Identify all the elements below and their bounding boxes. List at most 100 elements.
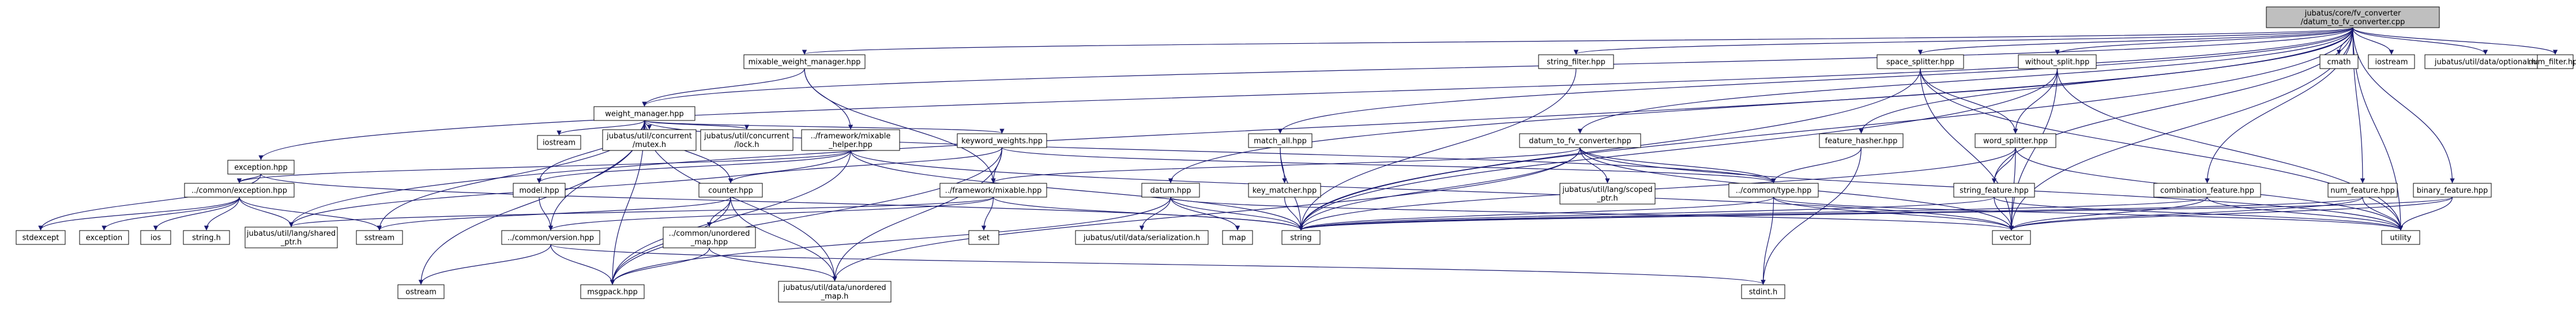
- node-cmath: cmath: [2319, 54, 2359, 69]
- node-label: ../framework/mixable.hpp: [945, 187, 1042, 195]
- edge-exception-to-common_exception: [236, 174, 262, 183]
- edge-root-to-match_all: [1277, 27, 2353, 134]
- node-common-exception[interactable]: ../common/exception.hpp: [184, 183, 295, 198]
- node-feature-hasher[interactable]: feature_hasher.hpp: [1819, 133, 1904, 148]
- edge-datum-to-map: [1170, 197, 1240, 231]
- node-box: [593, 106, 695, 121]
- node-datum-to-fv-converter-hpp[interactable]: datum_to_fv_converter.hpp: [1519, 133, 1641, 148]
- node-box: [1519, 133, 1641, 148]
- node-ostream: ostream: [397, 284, 445, 299]
- edge-binary_feature-to-utility: [2398, 197, 2453, 231]
- edge-common_type-to-string: [1299, 197, 1774, 231]
- node-box: [79, 230, 129, 245]
- node-label: ios: [151, 234, 161, 243]
- edge-common_exception-to-string_h: [204, 197, 240, 231]
- node-common-type[interactable]: ../common/type.hpp: [1728, 183, 1819, 198]
- edge-without_split-to-word_splitter: [2013, 68, 2058, 134]
- node-num-feature[interactable]: num_feature.hpp: [2327, 183, 2398, 198]
- node-binary-feature[interactable]: binary_feature.hpp: [2413, 183, 2492, 198]
- edge-common_exception-to-shared_ptr: [239, 197, 294, 227]
- node-box: [1075, 230, 1209, 245]
- node-label: feature_hasher.hpp: [1825, 137, 1898, 146]
- edge-root-to-string_feature: [1991, 27, 2353, 183]
- node-label: ../common/exception.hpp: [191, 187, 287, 195]
- edge-common_version-to-msgpack: [550, 244, 615, 285]
- edge-root-to-mixable_weight_manager: [802, 27, 2353, 55]
- node-box: [2368, 54, 2415, 69]
- node-string-filter[interactable]: string_filter.hpp: [1538, 54, 1614, 69]
- node-box: [1281, 230, 1321, 245]
- node-keyword-weights[interactable]: keyword_weights.hpp: [957, 133, 1047, 148]
- node-scoped-ptr: jubatus/util/lang/scoped_ptr.h: [1559, 183, 1656, 205]
- node-root[interactable]: jubatus/core/fv_converter/datum_to_fv_co…: [2266, 6, 2440, 28]
- node-mutex: jubatus/util/concurrent/mutex.h: [602, 129, 697, 151]
- node-mixable-helper[interactable]: ../framework/mixable_helper.hpp: [801, 129, 900, 151]
- node-weight-manager[interactable]: weight_manager.hpp: [593, 106, 695, 121]
- edge-datum-to-msgpack: [610, 197, 1171, 285]
- edge-without_split-to-string: [1298, 68, 2058, 231]
- edge-string_feature-to-utility: [1994, 197, 2404, 231]
- node-common-version[interactable]: ../common/version.hpp: [501, 230, 600, 245]
- node-label: datum_to_fv_converter.hpp: [1529, 137, 1631, 146]
- node-label: binary_feature.hpp: [2417, 187, 2488, 195]
- edge-common_exception-to-stdexcept: [38, 197, 240, 231]
- node-box: [1819, 133, 1904, 148]
- edge-combination_feature-to-utility: [2206, 197, 2404, 231]
- node-label: exception.hpp: [234, 164, 287, 172]
- edge-root-to-optional: [2352, 27, 2488, 55]
- edge-framework_mixable-to-string: [992, 197, 1304, 231]
- node-box: [700, 129, 794, 151]
- node-match-all[interactable]: match_all.hpp: [1248, 133, 1313, 148]
- edge-without_split-to-vector: [2009, 68, 2058, 231]
- node-box: [957, 133, 1047, 148]
- node-label: string_feature.hpp: [1960, 187, 2029, 195]
- node-mixable-weight-manager[interactable]: mixable_weight_manager.hpp: [743, 54, 866, 69]
- node-common-unordered-map[interactable]: ../common/unordered_map.hpp: [663, 227, 756, 248]
- edge-common_exception-to-exception_std: [101, 197, 240, 231]
- edge-word_splitter-to-string: [1298, 147, 2016, 231]
- node-box: [2413, 183, 2492, 198]
- node-string-h: string.h: [183, 230, 230, 245]
- edge-num_feature-to-utility: [2362, 197, 2404, 231]
- edge-num_feature-to-vector: [2009, 197, 2363, 231]
- node-label: jubatus/util/data/optional.h: [2434, 58, 2536, 67]
- node-combination-feature[interactable]: combination_feature.hpp: [2153, 183, 2261, 198]
- node-label: msgpack.hpp: [587, 288, 637, 297]
- node-counter[interactable]: counter.hpp: [698, 183, 763, 198]
- edge-space_splitter-to-vector: [1920, 68, 2014, 231]
- node-label: datum.hpp: [1150, 187, 1191, 195]
- node-label: match_all.hpp: [1254, 137, 1307, 146]
- edge-root-to-num_filter: [2352, 27, 2558, 55]
- edge-framework_mixable-to-set: [981, 197, 994, 231]
- edge-common_version-to-ostream: [418, 244, 551, 285]
- node-box: [1538, 54, 1614, 69]
- edge-datum-to-serialization: [1139, 197, 1171, 231]
- node-num-filter[interactable]: num_filter.hpp: [2528, 54, 2576, 69]
- node-model[interactable]: model.hpp: [513, 183, 566, 198]
- node-space-splitter[interactable]: space_splitter.hpp: [1876, 54, 1964, 69]
- edge-counter-to-util_unordered_map: [730, 197, 837, 281]
- node-without-split[interactable]: without_split.hpp: [2018, 54, 2097, 69]
- node-label: ../common/version.hpp: [507, 234, 594, 243]
- node-word-splitter[interactable]: word_splitter.hpp: [1975, 133, 2056, 148]
- edge-feature_hasher-to-common_type: [1771, 147, 1862, 183]
- node-box: [1876, 54, 1964, 69]
- node-box: [1141, 183, 1200, 198]
- node-label: _map.hpp: [690, 238, 728, 247]
- edge-common_unordered_map-to-util_unordered_map: [709, 247, 837, 281]
- node-exception[interactable]: exception.hpp: [227, 160, 295, 175]
- node-label: /mutex.h: [633, 141, 666, 149]
- node-key-matcher[interactable]: key_matcher.hpp: [1248, 183, 1321, 198]
- node-label: key_matcher.hpp: [1253, 187, 1317, 195]
- node-box: [2537, 54, 2574, 69]
- edge-root-to-iostream_top: [2352, 27, 2394, 55]
- node-framework-mixable[interactable]: ../framework/mixable.hpp: [939, 183, 1047, 198]
- node-label: string.h: [192, 234, 221, 243]
- node-box: [1953, 183, 2035, 198]
- node-string-feature[interactable]: string_feature.hpp: [1953, 183, 2035, 198]
- node-datum[interactable]: datum.hpp: [1141, 183, 1200, 198]
- node-box: [1248, 183, 1321, 198]
- node-label: iostream: [543, 139, 576, 148]
- node-shared-ptr: jubatus/util/lang/shared_ptr.h: [245, 227, 338, 248]
